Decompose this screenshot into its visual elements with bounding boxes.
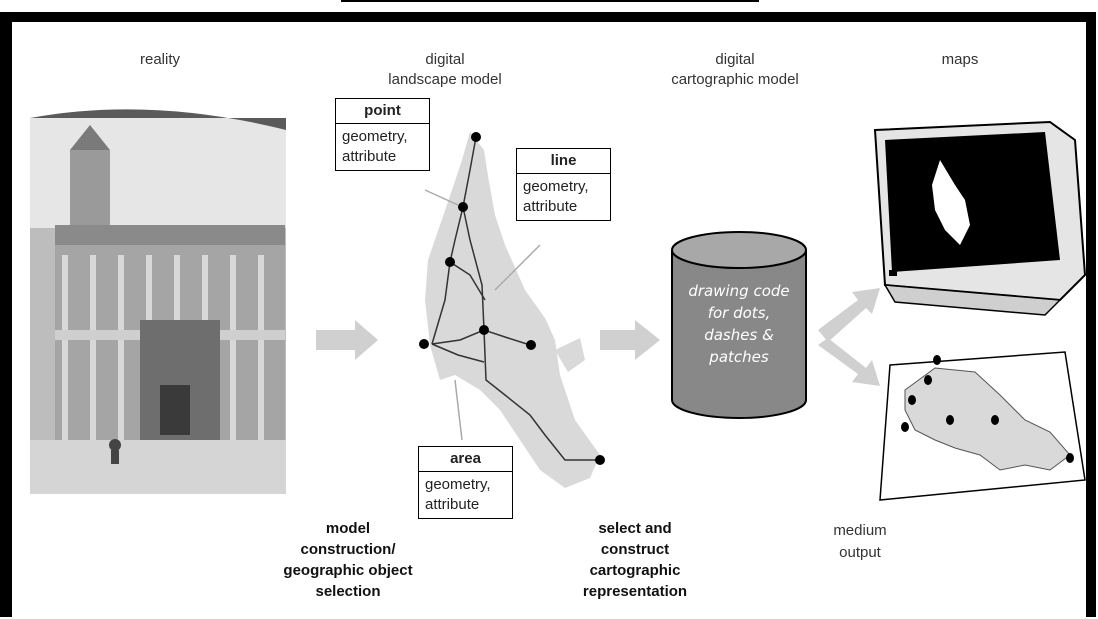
cylinder-label: drawing code for dots, dashes & patches bbox=[672, 280, 806, 368]
line-box-body: geometry, attribute bbox=[523, 178, 589, 215]
caption-select-construct: select and construct cartographic repres… bbox=[582, 520, 688, 600]
point-box: point geometry, attribute bbox=[335, 98, 430, 171]
heading-maps: maps bbox=[941, 51, 979, 68]
area-box-body: geometry, attribute bbox=[425, 476, 491, 513]
landscape-model-map bbox=[419, 132, 605, 488]
line-box: line geometry, attribute bbox=[516, 148, 611, 221]
heading-reality: reality bbox=[139, 51, 180, 68]
arrow-1 bbox=[316, 320, 378, 360]
split-arrows bbox=[818, 288, 880, 386]
cylinder-line-2: for dots, bbox=[707, 304, 771, 322]
cylinder-line-3: dashes & bbox=[704, 326, 774, 344]
caption-model-construction: model construction/ geographic object se… bbox=[283, 520, 413, 600]
point-box-title: point bbox=[336, 99, 429, 124]
cylinder-icon bbox=[671, 231, 807, 419]
monitor-icon bbox=[873, 120, 1087, 316]
reality-photo bbox=[30, 109, 286, 494]
heading-digital-landscape-model: digital landscape model bbox=[388, 51, 502, 88]
line-box-title: line bbox=[517, 149, 610, 174]
diagram-frame bbox=[0, 12, 1096, 617]
heading-digital-cartographic-model: digital cartographic model bbox=[671, 51, 799, 88]
paper-map-icon bbox=[879, 351, 1086, 501]
point-box-body: geometry, attribute bbox=[342, 128, 408, 165]
cylinder-line-1: drawing code bbox=[688, 282, 790, 300]
top-rule bbox=[341, 0, 759, 2]
area-box: area geometry, attribute bbox=[418, 446, 513, 519]
caption-medium-output: medium output bbox=[833, 522, 887, 561]
arrow-2 bbox=[600, 320, 660, 360]
area-box-title: area bbox=[419, 447, 512, 472]
cylinder-line-4: patches bbox=[709, 348, 769, 366]
